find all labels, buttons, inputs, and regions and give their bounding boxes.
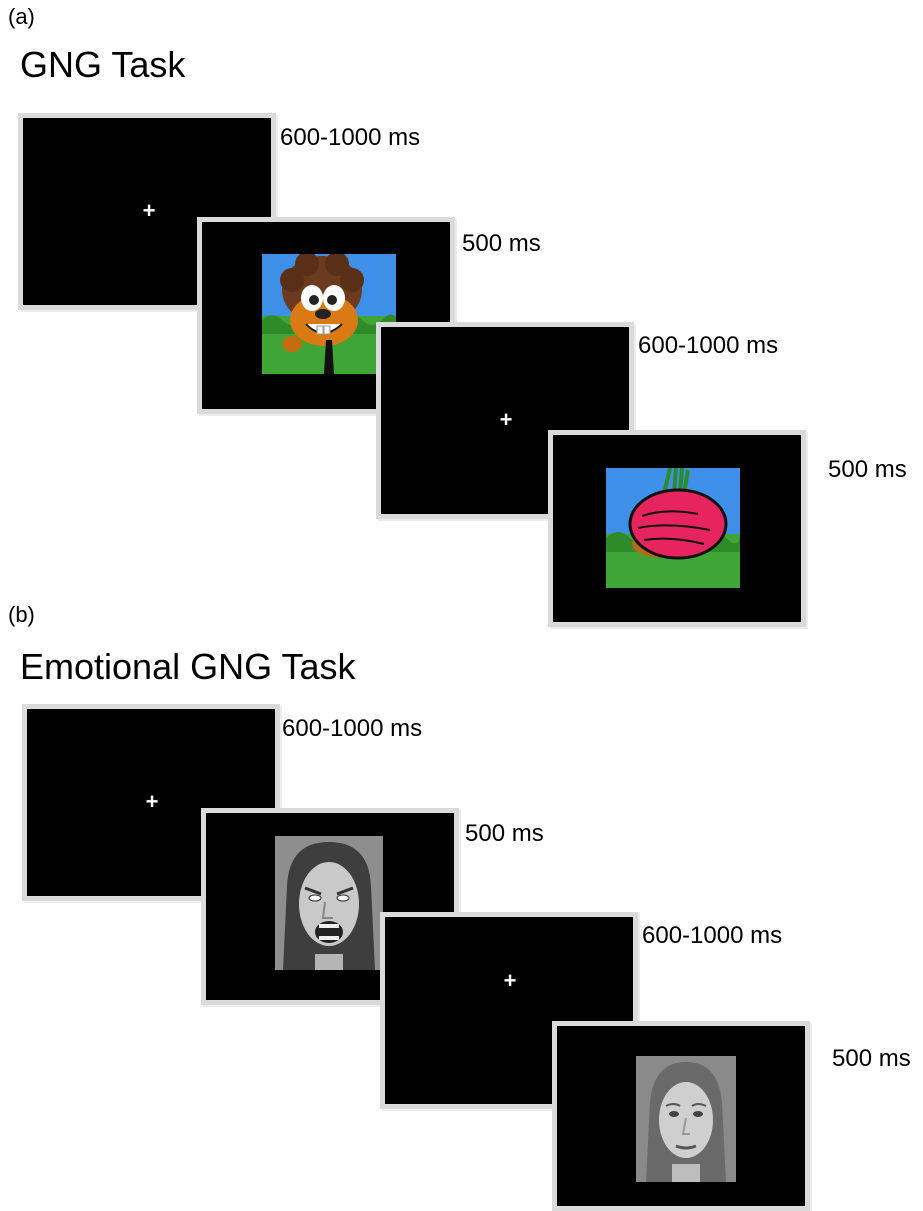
fixation-cross: + xyxy=(499,407,513,432)
panel-b-timing-1: 600-1000 ms xyxy=(282,715,423,742)
beet-nogo-stimulus xyxy=(606,468,740,588)
fixation-cross: + xyxy=(142,198,156,223)
fixation-cross: + xyxy=(145,789,159,814)
panel-b-timing-3: 600-1000 ms xyxy=(642,922,783,949)
panel-b-timing-4: 500 ms xyxy=(832,1045,911,1072)
panel-b-go-screen xyxy=(201,808,459,1005)
panel-b-nogo-screen xyxy=(552,1021,810,1211)
panel-a-fixation-screen-1: + xyxy=(18,113,276,310)
panel-b-fixation-screen-1: + xyxy=(22,704,280,901)
panel-b-title: Emotional GNG Task xyxy=(20,646,356,687)
panel-b-timing-2: 500 ms xyxy=(465,820,544,847)
panel-a-timing-4: 500 ms xyxy=(828,456,907,483)
fixation-cross: + xyxy=(503,968,517,993)
panel-a-timing-1: 600-1000 ms xyxy=(280,124,421,151)
gopher-go-stimulus xyxy=(262,254,396,374)
panel-a-title: GNG Task xyxy=(20,44,186,85)
panel-a-label: (a) xyxy=(8,4,35,29)
panel-a-nogo-screen xyxy=(548,430,806,627)
panel-a-go-screen xyxy=(197,217,455,414)
angry-face-stimulus xyxy=(275,836,383,970)
panel-a-timing-3: 600-1000 ms xyxy=(638,332,779,359)
panel-a-fixation-screen-2: + xyxy=(376,322,634,519)
panel-b-label: (b) xyxy=(8,602,35,627)
panel-a-timing-2: 500 ms xyxy=(462,230,541,257)
neutral-face-stimulus xyxy=(636,1056,736,1182)
